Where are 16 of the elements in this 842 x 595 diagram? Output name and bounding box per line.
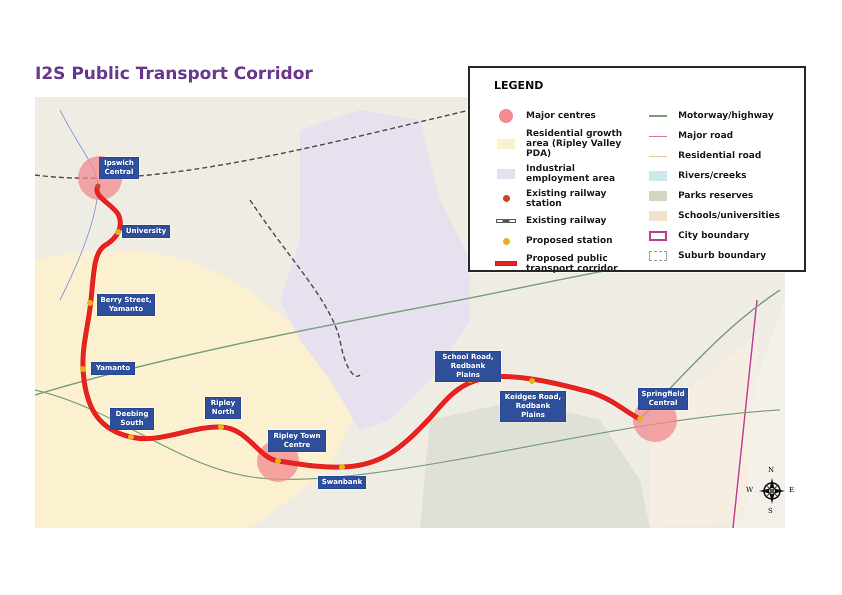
legend-label: Industrial employment area	[526, 164, 616, 184]
legend-label: Proposed station	[526, 236, 613, 246]
legend-label: Major road	[678, 131, 734, 141]
legend-label: Residential road	[678, 151, 762, 161]
legend-label: City boundary	[678, 231, 750, 241]
map-title: I2S Public Transport Corridor	[35, 63, 313, 86]
legend-label: Schools/universities	[678, 211, 780, 221]
legend-label: Suburb boundary	[678, 251, 766, 261]
legend-label: Major centres	[526, 111, 596, 121]
legend-heading: LEGEND	[494, 78, 544, 94]
legend-label: Residential growth area (Ripley Valley PDA)	[526, 128, 624, 158]
legend-label: Parks reserves	[678, 191, 754, 201]
legend-label: Existing railway	[526, 216, 606, 226]
legend-label: Existing railway station	[526, 188, 608, 208]
legend-label: Motorway/highway	[678, 111, 774, 121]
legend-label: Rivers/creeks	[678, 171, 746, 181]
